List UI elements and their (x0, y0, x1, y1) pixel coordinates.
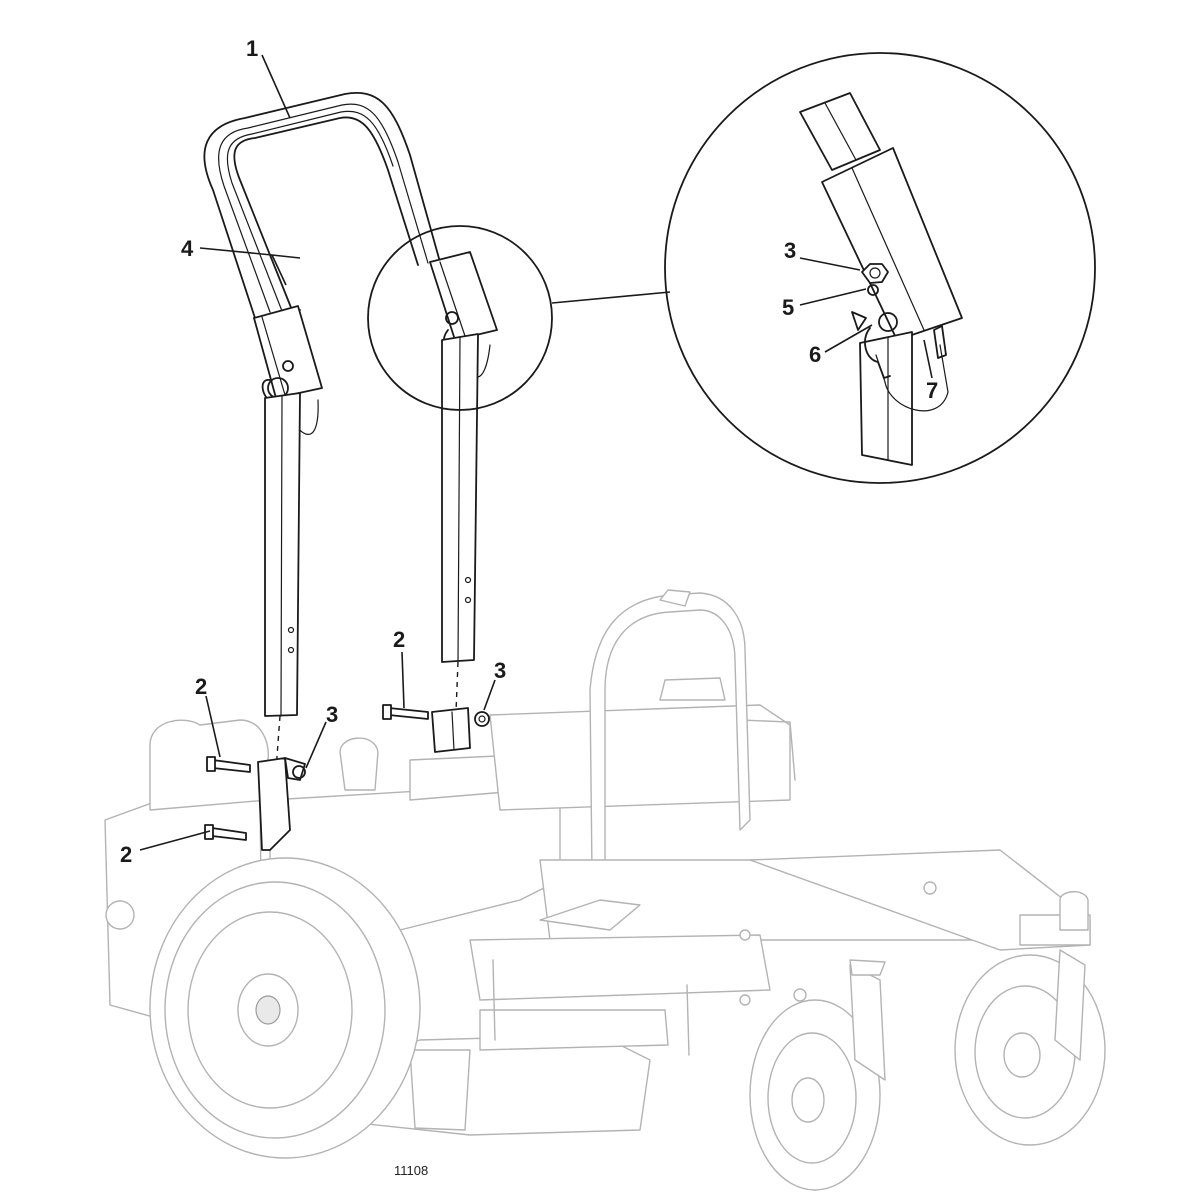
rops-upper-hoop (203, 92, 441, 319)
rops-right-sleeve (429, 251, 498, 378)
rops-left-sleeve (253, 305, 323, 435)
rops-left-lower-tube (264, 392, 301, 717)
mower-illustration (104, 589, 1106, 1191)
right-mount-bracket (382, 704, 490, 753)
callout-3-left: 3 (326, 702, 338, 727)
detail-circle-small (367, 225, 553, 411)
enlarged-detail (799, 92, 963, 466)
callout-1: 1 (246, 36, 258, 61)
callout-3-right: 3 (494, 658, 506, 683)
figure-id: 11108 (394, 1163, 428, 1178)
callout-2-right: 2 (393, 627, 405, 652)
right-alignment-line (455, 661, 459, 713)
callout-2-left-lower: 2 (120, 842, 132, 867)
callout-7-detail: 7 (926, 378, 938, 403)
detail-connector-line (551, 291, 671, 304)
rops-right-lower-tube (441, 333, 479, 663)
callout-5-detail: 5 (782, 295, 794, 320)
callout-4: 4 (181, 236, 194, 261)
left-mount-bracket (204, 756, 306, 851)
callout-6-detail: 6 (809, 342, 821, 367)
callout-3-detail: 3 (784, 238, 796, 263)
detail-circle-large (664, 52, 1096, 484)
callout-2-left-upper: 2 (195, 674, 207, 699)
callout-leaders (139, 54, 933, 851)
